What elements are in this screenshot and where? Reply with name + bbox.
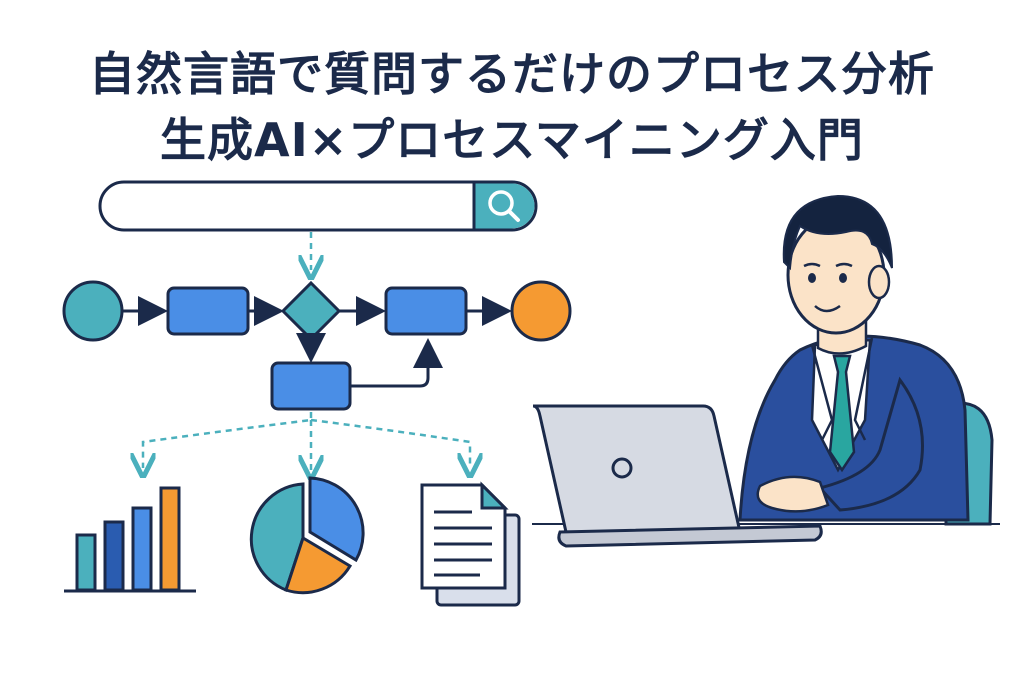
process-step-2 [384,286,468,336]
document-icon [420,481,521,607]
title-line-1: 自然言語で質問するだけのプロセス分析 [89,47,935,101]
start-node [62,280,124,342]
person-illustration [738,194,970,522]
decision-node [280,280,342,342]
search-bar[interactable] [98,180,538,232]
bar-chart-icon [64,486,196,593]
end-node [510,280,572,342]
process-step-3 [270,361,352,411]
pie-chart-icon [249,476,365,595]
laptop-icon [532,404,823,548]
process-flow [62,280,572,411]
process-step-1 [166,286,250,336]
title-line-2: 生成AI×プロセスマイニング入門 [160,113,864,167]
output-connectors [143,412,470,470]
search-icon[interactable] [488,190,520,222]
